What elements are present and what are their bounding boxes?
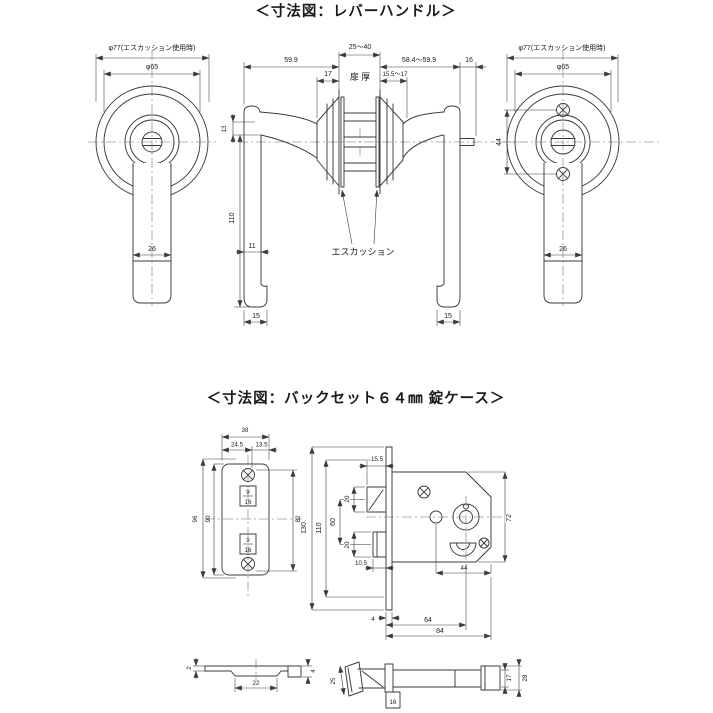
dim-esc-dia-left: φ77(エスカッション使用時) — [109, 43, 196, 52]
cylinder-screw-icon — [478, 537, 490, 549]
dim-proj-right: 58.4～59.9 — [402, 57, 436, 64]
dim-hole-h-top: 16 — [245, 499, 252, 506]
strike-plate-view: 38 24.5 13.5 96 90 82 9 16 9 16 — [191, 426, 303, 598]
latch-mount-plate — [344, 661, 364, 697]
dim-rose-depth-left: 17 — [324, 71, 332, 78]
dim-neck: 13 — [221, 125, 228, 132]
dim-latch-height: 20 — [344, 495, 351, 502]
dim-case-height: 72 — [506, 514, 513, 522]
lever-side-view: 25～40 扉 厚 59.9 58.4～59.9 16 17 15.5～17 1… — [220, 43, 522, 326]
case-screw-icon — [417, 485, 431, 499]
dim-edge-thickness: 2 — [186, 666, 193, 670]
lockcase-title: ＜寸法図：バックセット６４㎜ 錠ケース＞ — [207, 389, 506, 407]
dim-front-thickness: 4 — [371, 616, 375, 623]
lever-front-view-right: φ77(エスカッション使用時) φ65 26 44 — [495, 42, 660, 306]
latch-rear-block — [480, 665, 501, 691]
edge-end-block — [287, 665, 302, 678]
strike-plate — [221, 463, 270, 576]
dim-strike-wl: 24.5 — [231, 442, 244, 449]
dim-dead-height: 20 — [344, 541, 351, 548]
dim-edge-hole: 22 — [253, 680, 260, 687]
dim-front-height: 130 — [301, 522, 308, 534]
dead-bolt — [372, 531, 387, 558]
dim-strike-wr: 13.5 — [255, 442, 268, 449]
dim-screw-pitch-case: 110 — [316, 522, 323, 533]
dim-rose-depth-right: 15.5～17 — [382, 71, 408, 78]
dim-bar-width: 11 — [248, 243, 255, 250]
dim-strike-width: 38 — [242, 427, 249, 434]
dim-latch-plate: 25 — [330, 677, 337, 684]
dim-backset: 64 — [424, 617, 432, 624]
escutcheon-callout: エスカッション — [331, 247, 394, 257]
escutcheon-plate-right — [375, 96, 380, 188]
dim-spindle: 16 — [465, 57, 473, 64]
dim-dead-throw: 10.5 — [355, 560, 368, 567]
lock-faceplate — [385, 446, 393, 611]
dim-bolt-gap: 60 — [330, 518, 337, 526]
dim-tip-left: 15 — [252, 313, 260, 320]
cylinder-hole — [449, 542, 477, 557]
dim-latch-throw: 15.5 — [371, 456, 384, 463]
dim-rose-dia-left: φ65 — [146, 64, 158, 71]
lever-front-view-left: φ77(エスカッション使用時) φ65 26 — [88, 42, 216, 306]
latch-unit-view: 16 25 17 28 — [329, 659, 530, 709]
faceplate-edge-view: 2 22 4 — [185, 658, 318, 692]
dim-proj-left: 59.9 — [284, 57, 298, 64]
dim-latch-dia: 17 — [506, 674, 513, 681]
dim-door-range: 25～40 — [349, 44, 372, 51]
lock-case-view: 130 110 60 20 15.5 20 10.5 72 44 4 — [300, 446, 514, 640]
latch-collar — [384, 663, 394, 693]
dim-strike-hright: 82 — [295, 515, 302, 522]
dim-latch-total: 28 — [522, 674, 529, 681]
dim-screw-pitch: 44 — [496, 138, 503, 146]
dim-length: 110 — [229, 212, 236, 223]
dim-esc-dia-right: φ77(エスカッション使用時) — [519, 43, 606, 52]
latch-tab — [385, 691, 401, 709]
lever-title: ＜寸法図：レバーハンドル＞ — [255, 2, 456, 20]
dim-back-width: 44 — [461, 565, 468, 572]
escutcheon-plate-left — [340, 96, 345, 188]
dim-depth: 84 — [436, 628, 444, 635]
door-thickness-label: 扉 厚 — [350, 71, 371, 82]
dim-rose-dia-right: φ65 — [557, 64, 569, 71]
dim-strike-hinner: 90 — [205, 515, 212, 522]
dim-tip-right: 15 — [444, 313, 452, 320]
dim-edge-depth: 4 — [310, 669, 317, 673]
dim-hole-h-bottom: 16 — [245, 547, 252, 554]
dim-strike-houter: 96 — [192, 515, 199, 522]
dim-latch-tab: 16 — [390, 699, 397, 706]
